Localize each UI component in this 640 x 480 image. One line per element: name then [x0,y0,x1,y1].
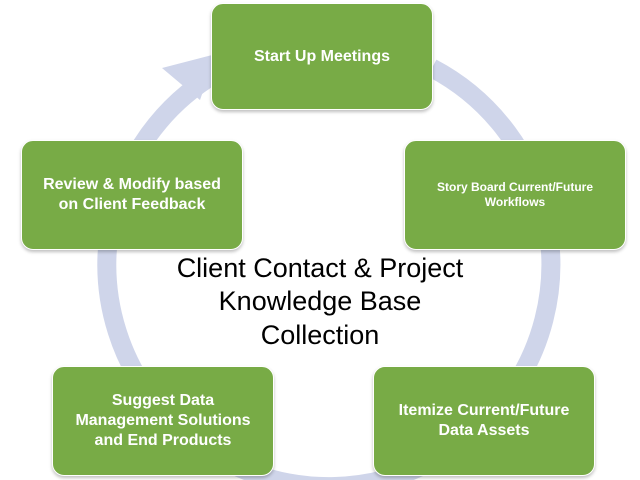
suggest-solutions-node: Suggest Data Management Solutions and En… [52,366,274,476]
node-label: Itemize Current/Future Data Assets [398,402,570,439]
node-label: Suggest Data Management Solutions and En… [75,392,251,449]
node-label: Story Board Current/Future Workflows [436,180,593,209]
center-title: Client Contact & Project Knowledge Base … [176,253,464,350]
review-modify-node: Review & Modify based on Client Feedback [21,140,243,250]
start-up-meetings-node: Start Up Meetings [211,3,433,110]
node-label: Review & Modify based on Client Feedback [43,176,221,213]
cycle-arrowhead [162,54,216,100]
itemize-data-assets-node: Itemize Current/Future Data Assets [373,366,595,476]
story-board-workflows-node: Story Board Current/Future Workflows [404,140,626,250]
node-label: Start Up Meetings [253,47,390,65]
